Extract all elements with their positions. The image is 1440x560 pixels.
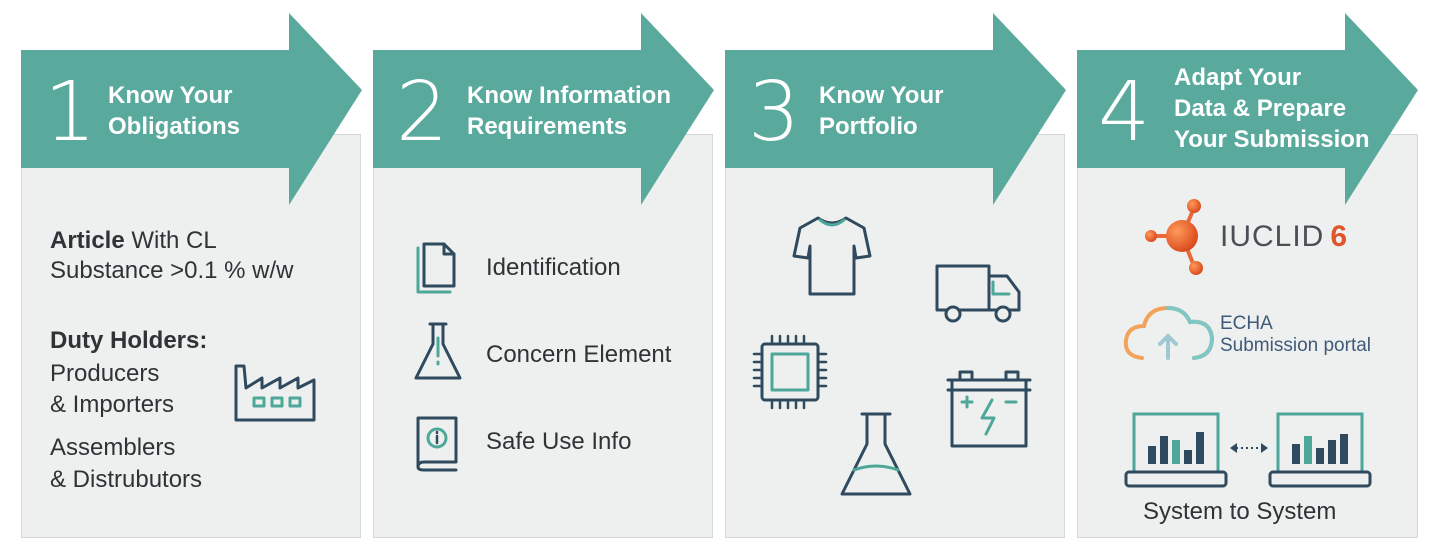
producers-line-1: Producers — [50, 360, 160, 387]
requirement-label: Safe Use Info — [486, 428, 632, 455]
requirement-label: Concern Element — [486, 341, 672, 368]
iuclid-molecule-logo — [1145, 199, 1203, 275]
step-number: 3 — [748, 65, 801, 160]
document-icon — [416, 242, 456, 294]
bidirectional-arrow-icon — [1230, 443, 1268, 453]
flask-icon — [840, 412, 912, 496]
step-number: 4 — [1098, 65, 1151, 160]
step-title: Know Your Portfolio — [819, 82, 944, 140]
battery-icon — [946, 370, 1032, 448]
system-to-system-label: System to System — [1143, 498, 1337, 525]
duty-holders-heading: Duty Holders: — [50, 327, 208, 354]
producers-line-2: & Importers — [50, 391, 175, 418]
step-4-arrow — [1077, 13, 1418, 205]
echa-logo-line-1: ECHA — [1220, 313, 1273, 334]
step-title: Know Information Requirements — [467, 82, 671, 140]
laptop-chart-icon — [1268, 412, 1372, 488]
assemblers-line-2: & Distrubutors — [50, 466, 203, 493]
article-line: Article With CL — [50, 227, 217, 254]
step-number: 2 — [396, 65, 449, 160]
step-title: Adapt Your Data & Prepare Your Submissio… — [1174, 64, 1370, 153]
step-1-arrow — [21, 13, 362, 205]
step-3: 3 Know Your Portfolio — [725, 13, 1066, 538]
tshirt-icon — [792, 216, 872, 296]
step-2: 2 Know Information Requirements Identifi… — [373, 13, 714, 538]
step-1-card — [21, 134, 361, 538]
echa-cloud-logo — [1123, 305, 1215, 360]
step-2-arrow — [373, 13, 714, 205]
step-3-arrow — [725, 13, 1066, 205]
assemblers-line-1: Assemblers — [50, 434, 176, 461]
substance-line: Substance >0.1 % w/w — [50, 257, 294, 284]
echa-logo-line-2: Submission portal — [1220, 335, 1372, 356]
factory-icon — [234, 364, 316, 422]
laptop-chart-icon — [1124, 412, 1228, 488]
flask-icon — [414, 322, 462, 380]
step-number: 1 — [44, 65, 97, 160]
info-book-icon — [416, 416, 458, 472]
chip-icon — [752, 334, 828, 410]
requirement-label: Identification — [486, 254, 621, 281]
truck-icon — [935, 264, 1021, 323]
step-1: 1 Know Your Obligations Article With CL … — [0, 0, 370, 560]
step-title: Know Your Obligations — [108, 82, 240, 140]
